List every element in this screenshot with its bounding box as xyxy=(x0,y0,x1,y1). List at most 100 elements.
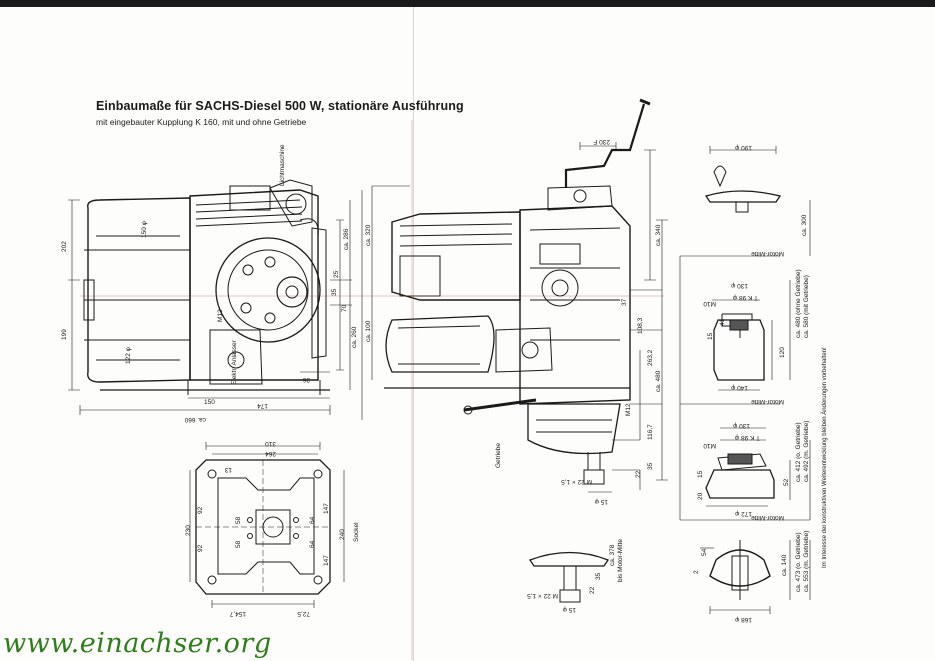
dim-58a: 58 xyxy=(235,516,242,524)
dim-13: 13 xyxy=(224,466,232,473)
dim-phi122: 122 φ xyxy=(125,347,132,364)
coupling-detail xyxy=(709,540,771,600)
dim-72-5: 72,5 xyxy=(297,610,310,617)
dim-240: 240 xyxy=(339,529,346,540)
dimension-lines-side xyxy=(579,142,810,521)
dimension-lines-base xyxy=(189,442,345,608)
dim-108-3: 108,3 xyxy=(637,317,644,334)
engine-front-view xyxy=(83,179,330,395)
dim-174: 174 xyxy=(257,402,268,409)
dim-ca660: ca. 660 xyxy=(184,416,206,423)
dim-ca320: ca. 320 xyxy=(365,224,372,246)
dim-tk98: T K 98 φ xyxy=(733,294,758,301)
dim-147b: 147 xyxy=(323,555,330,566)
dimension-values: ca. 660 174 150 36 202 199 150 φ 122 φ c… xyxy=(61,138,810,623)
dim-phi150: 150 φ xyxy=(141,221,148,238)
dim-202: 202 xyxy=(61,241,68,252)
dim-64b: 64 xyxy=(309,540,316,548)
dim-phi172: 172 φ xyxy=(735,510,752,517)
dim-147a: 147 xyxy=(323,503,330,514)
dim-35b: 35 xyxy=(647,462,654,470)
label-note: Im Interesse der konstruktiven Weiterent… xyxy=(821,347,828,568)
label-anlasser: Elektr. Anlasser xyxy=(231,339,238,385)
label-getriebe: Getriebe xyxy=(495,443,502,468)
dim-phi15b: 15 φ xyxy=(563,606,576,613)
dim-36: 36 xyxy=(302,376,310,383)
page-fold xyxy=(413,7,414,661)
dim-58b: 58 xyxy=(235,540,242,548)
dim-ca286: ca. 286 xyxy=(343,228,350,250)
label-bis-motor-mitte: bis Motor-Mitte xyxy=(617,539,624,582)
label-m12b: M12 xyxy=(625,403,632,416)
dim-phi190: 190 φ xyxy=(735,144,752,151)
dim-25: 25 xyxy=(333,270,340,278)
dim-22c: 22 xyxy=(589,586,596,594)
label-motor-mitte-1: Motor-Mitte xyxy=(751,250,784,257)
dim-ca100: ca. 100 xyxy=(365,320,372,342)
dim-2: 2 xyxy=(693,570,700,574)
dimension-lines-front xyxy=(68,185,410,420)
label-m12: M12 xyxy=(217,309,224,322)
dim-ca340: ca. 340 xyxy=(655,224,662,246)
dim-35c: 35 xyxy=(595,572,602,580)
pulley-detail-center xyxy=(529,551,609,603)
label-m10a: M10 xyxy=(703,300,716,307)
dim-15: 15 xyxy=(707,332,714,340)
dim-ca480-ohne: ca. 480 (ohne Getriebe) xyxy=(795,269,802,338)
dim-phi130b: 130 φ xyxy=(733,422,750,429)
dim-263-2: 263,2 xyxy=(647,349,654,366)
dim-ca378: ca. 378 xyxy=(609,544,616,566)
dim-116-7: 116,7 xyxy=(647,424,654,440)
page-subtitle: mit eingebauter Kupplung K 160, mit und … xyxy=(96,117,307,127)
base-plate-drawing xyxy=(195,459,331,595)
dim-phi15: 15 φ xyxy=(595,498,608,505)
label-motor-mitte-2: Motor-Mitte xyxy=(751,398,784,405)
dim-64a: 64 xyxy=(309,516,316,524)
label-sockel: Sockel xyxy=(353,522,360,542)
dim-70: 70 xyxy=(341,304,348,312)
page-title: Einbaumaße für SACHS-Diesel 500 W, stati… xyxy=(96,99,464,113)
engine-side-view xyxy=(384,98,651,485)
dim-phi168: 168 φ xyxy=(735,616,752,623)
dim-230: 230 F xyxy=(593,138,610,145)
dim-ca580-mit: ca. 580 (mit Getriebe) xyxy=(803,275,810,338)
dim-52: 52 xyxy=(783,478,790,486)
dim-41: 41 xyxy=(719,318,726,326)
dim-ca480: ca. 480 xyxy=(655,370,662,392)
dimension-lines-right xyxy=(700,146,811,614)
dim-54: 54 xyxy=(701,548,708,556)
guide-lines xyxy=(80,120,664,660)
dim-92a: 92 xyxy=(197,506,204,514)
dim-20: 20 xyxy=(697,492,704,500)
dim-264: 264 xyxy=(265,450,276,457)
top-border xyxy=(0,0,935,7)
label-m10b: M10 xyxy=(703,442,716,449)
label-schwungrad: Lichtmaschine xyxy=(279,144,286,186)
dim-310: 310 xyxy=(265,440,276,447)
dim-35: 35 xyxy=(331,288,338,296)
watermark-url: www.einachser.org xyxy=(3,628,272,659)
label-group: Lichtmaschine Elektr. Anlasser Getriebe … xyxy=(217,144,828,582)
dim-154-7: 154,7 xyxy=(229,610,246,617)
dim-ca300: ca. 300 xyxy=(801,214,808,236)
clutch-detail-2 xyxy=(705,453,775,499)
dim-15b: 15 xyxy=(697,470,704,478)
dim-92b: 92 xyxy=(197,544,204,552)
dim-199: 199 xyxy=(61,329,68,340)
dim-ca260: ca. 260 xyxy=(351,326,358,348)
pulley-detail-top xyxy=(704,165,782,213)
dim-ca140: ca. 140 xyxy=(781,554,788,576)
dim-37: 37 xyxy=(621,298,628,306)
label-motor-mitte-3: Motor-Mitte xyxy=(751,514,784,521)
dim-m22: M 22 × 1,5 xyxy=(561,478,592,485)
dim-m22b: M 22 × 1,5 xyxy=(527,592,558,599)
dim-230b: 230 xyxy=(185,525,192,536)
clutch-detail-1 xyxy=(713,313,765,381)
dim-150: 150 xyxy=(204,399,215,406)
dim-tk98b: T K 98 φ xyxy=(735,434,760,441)
dim-120: 120 xyxy=(779,347,786,358)
dim-phi130: 130 φ xyxy=(731,282,748,289)
dim-ca412: ca. 412 (o. Getriebe) xyxy=(795,422,802,482)
